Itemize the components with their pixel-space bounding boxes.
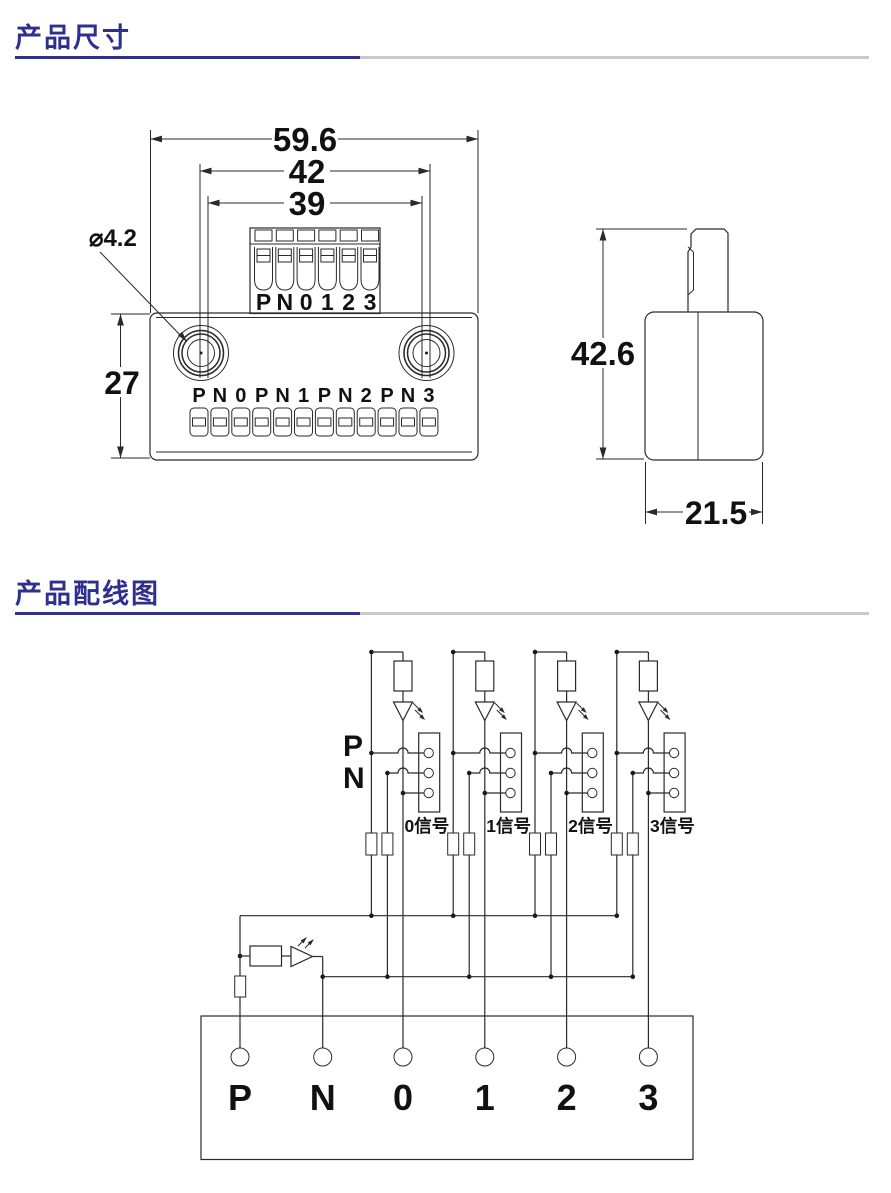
base-label: P	[380, 385, 393, 407]
base-label: P	[192, 385, 205, 407]
wiring-channel-1	[447, 649, 523, 1049]
n-line-label: N	[343, 762, 365, 795]
plug-label: 3	[364, 289, 377, 315]
plug-label: 2	[342, 289, 355, 315]
n-bus	[320, 974, 636, 979]
channel-label-1: 1信号	[486, 816, 531, 836]
dimension-annotations: 59.6 42 39 ⌀4.2 27	[89, 121, 479, 459]
mounting-hole-right	[398, 324, 455, 382]
plug-label: P	[256, 289, 271, 315]
section-title-wiring: 产品配线图	[15, 579, 160, 609]
terminal-label-2: 2	[557, 1077, 577, 1118]
section-rule-accent	[15, 612, 360, 615]
base-label: N	[338, 385, 352, 407]
terminal-label-n: N	[310, 1077, 336, 1118]
power-indicator	[234, 937, 324, 1048]
base-label: N	[213, 385, 227, 407]
base-label: 0	[235, 385, 246, 407]
dim-overall-width: 59.6	[273, 121, 337, 158]
terminal-label-0: 0	[393, 1077, 413, 1118]
channel-label-3: 3信号	[650, 816, 695, 836]
dim-plug-width: 39	[289, 185, 326, 222]
base-label: 2	[361, 385, 372, 407]
wiring-channel-0	[365, 649, 441, 1049]
base-label: 1	[298, 385, 309, 407]
plug-label: 1	[321, 289, 334, 315]
wiring-diagram: 0信号 1信号 2信号 3信号 P N	[200, 649, 695, 1161]
terminal-label-1: 1	[475, 1077, 495, 1118]
base-label: N	[275, 385, 289, 407]
base-label: P	[255, 385, 268, 407]
section-rule-wiring	[15, 612, 869, 615]
dim-side-depth: 21.5	[685, 495, 747, 531]
base-label: 3	[423, 385, 434, 407]
base-label: N	[401, 385, 415, 407]
dimension-drawing: P N 0 1 2 3 P N 0 P N 1 P N 2 P N 3	[89, 121, 764, 531]
dim-hole-pitch: 42	[289, 153, 326, 190]
dim-side-height: 42.6	[571, 335, 635, 372]
dim-body-height: 27	[104, 365, 140, 401]
terminal-label-3: 3	[638, 1077, 658, 1118]
channel-label-2: 2信号	[568, 816, 613, 836]
plug-label: 0	[300, 289, 313, 315]
channel-label-0: 0信号	[405, 816, 450, 836]
section-title-dimensions: 产品尺寸	[15, 23, 131, 53]
wiring-channel-2	[528, 649, 604, 1049]
section-rule-dimensions	[15, 56, 869, 59]
p-bus	[237, 913, 620, 1048]
terminal-label-p: P	[228, 1077, 252, 1118]
p-line-label: P	[343, 730, 363, 763]
base-label: P	[318, 385, 331, 407]
plug-label: N	[276, 289, 293, 315]
plug-connector: P N 0 1 2 3	[249, 227, 381, 315]
wiring-channel-3	[610, 649, 686, 1049]
front-view: P N 0 1 2 3 P N 0 P N 1 P N 2 P N 3	[149, 227, 479, 461]
dim-hole-diameter: ⌀4.2	[89, 225, 137, 252]
base-terminals: P N 0 P N 1 P N 2 P N 3	[189, 385, 439, 437]
section-rule-accent	[15, 56, 360, 59]
terminal-box: P N 0 1 2 3	[200, 1015, 694, 1161]
side-view: 42.6 21.5	[568, 228, 764, 531]
